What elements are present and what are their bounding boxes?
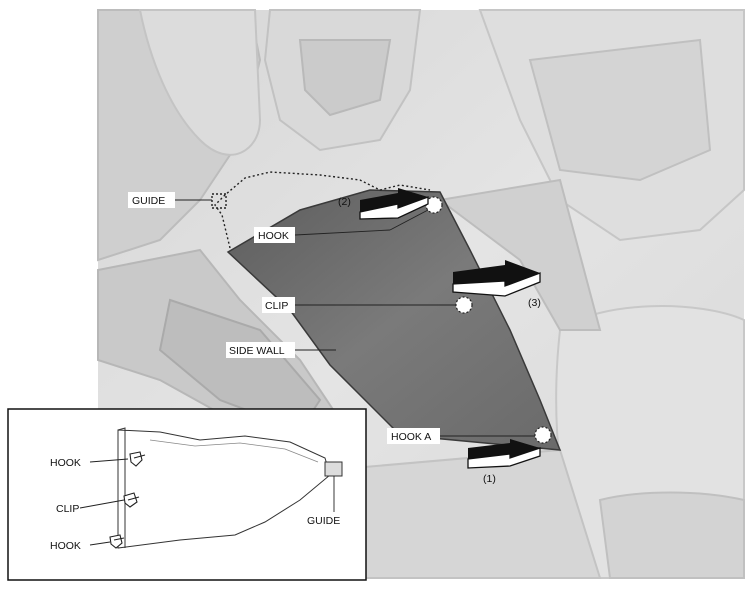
label-clip: CLIP (262, 297, 295, 313)
hook-a-marker-circle (534, 426, 552, 444)
vehicle-interior-background (97, 9, 745, 579)
label-hook-a: HOOK A (387, 428, 440, 444)
guide-marker (211, 193, 227, 209)
label-hook-upper: HOOK (254, 227, 295, 243)
clip-marker-circle (455, 296, 473, 314)
inset-hook-top-label: HOOK (50, 457, 81, 469)
label-side-wall-text: SIDE WALL (229, 345, 285, 357)
inset-detail: HOOK CLIP HOOK GUIDE (7, 408, 367, 581)
label-hook-a-text: HOOK A (391, 431, 431, 443)
direction-arrow-1 (467, 439, 541, 469)
label-clip-text: CLIP (265, 300, 288, 312)
label-guide: GUIDE (128, 192, 175, 208)
leader-lines (175, 199, 535, 437)
direction-arrow-3 (452, 260, 541, 297)
side-wall-panel (226, 189, 562, 451)
inset-hook-top-icon (129, 451, 146, 467)
inset-clip-icon (123, 492, 140, 508)
direction-arrow-2 (359, 188, 429, 220)
inset-hook-bottom-label: HOOK (50, 540, 81, 552)
label-guide-text: GUIDE (132, 195, 165, 207)
inset-guide-tab (324, 461, 343, 477)
inset-clip-label: CLIP (56, 503, 79, 515)
step-2-label: (2) (338, 196, 351, 208)
inset-guide-label: GUIDE (307, 515, 340, 527)
inset-hook-bottom-icon (109, 534, 125, 549)
label-hook-upper-text: HOOK (258, 230, 289, 242)
label-side-wall: SIDE WALL (226, 342, 295, 358)
step-3-label: (3) (528, 297, 541, 309)
step-1-label: (1) (483, 473, 496, 485)
